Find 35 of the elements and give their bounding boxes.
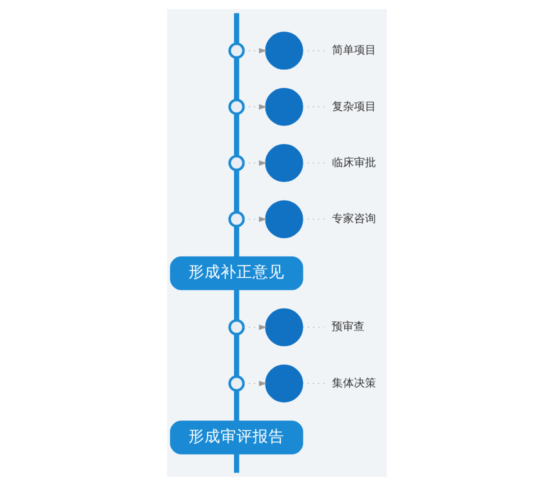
node-circle <box>228 154 245 172</box>
connector <box>234 58 240 100</box>
node-circle <box>228 42 245 59</box>
node-text: 简单项目 <box>332 44 376 57</box>
node-circle <box>228 319 245 336</box>
node-box: 形成补正意见 <box>170 256 304 290</box>
node-text: 临床审批 <box>332 156 376 169</box>
connector <box>234 170 240 212</box>
arrow <box>243 48 267 54</box>
node-text: 复杂项目 <box>332 100 376 113</box>
node-text: 集体决策 <box>332 376 376 390</box>
node-circle <box>228 98 245 116</box>
node-drop <box>265 364 304 402</box>
connector <box>234 390 240 421</box>
connector <box>234 114 240 156</box>
connector <box>234 226 240 257</box>
node-drop <box>265 88 304 126</box>
arrow <box>243 324 267 330</box>
node-circle <box>228 211 245 228</box>
arrow <box>243 160 267 166</box>
node-box: 形成审评报告 <box>170 420 304 454</box>
node-drop <box>265 308 304 346</box>
connector <box>234 334 240 376</box>
connector <box>234 454 240 473</box>
arrow <box>243 380 267 386</box>
node-text: 预审查 <box>332 320 365 334</box>
node-drop <box>265 32 304 70</box>
node-drop <box>265 144 304 182</box>
connector <box>234 13 240 44</box>
node-text: 专家咨询 <box>332 212 376 226</box>
arrow <box>243 104 267 110</box>
node-drop <box>265 200 304 238</box>
node-circle <box>228 375 245 392</box>
connector <box>234 290 240 320</box>
arrow <box>243 216 267 222</box>
